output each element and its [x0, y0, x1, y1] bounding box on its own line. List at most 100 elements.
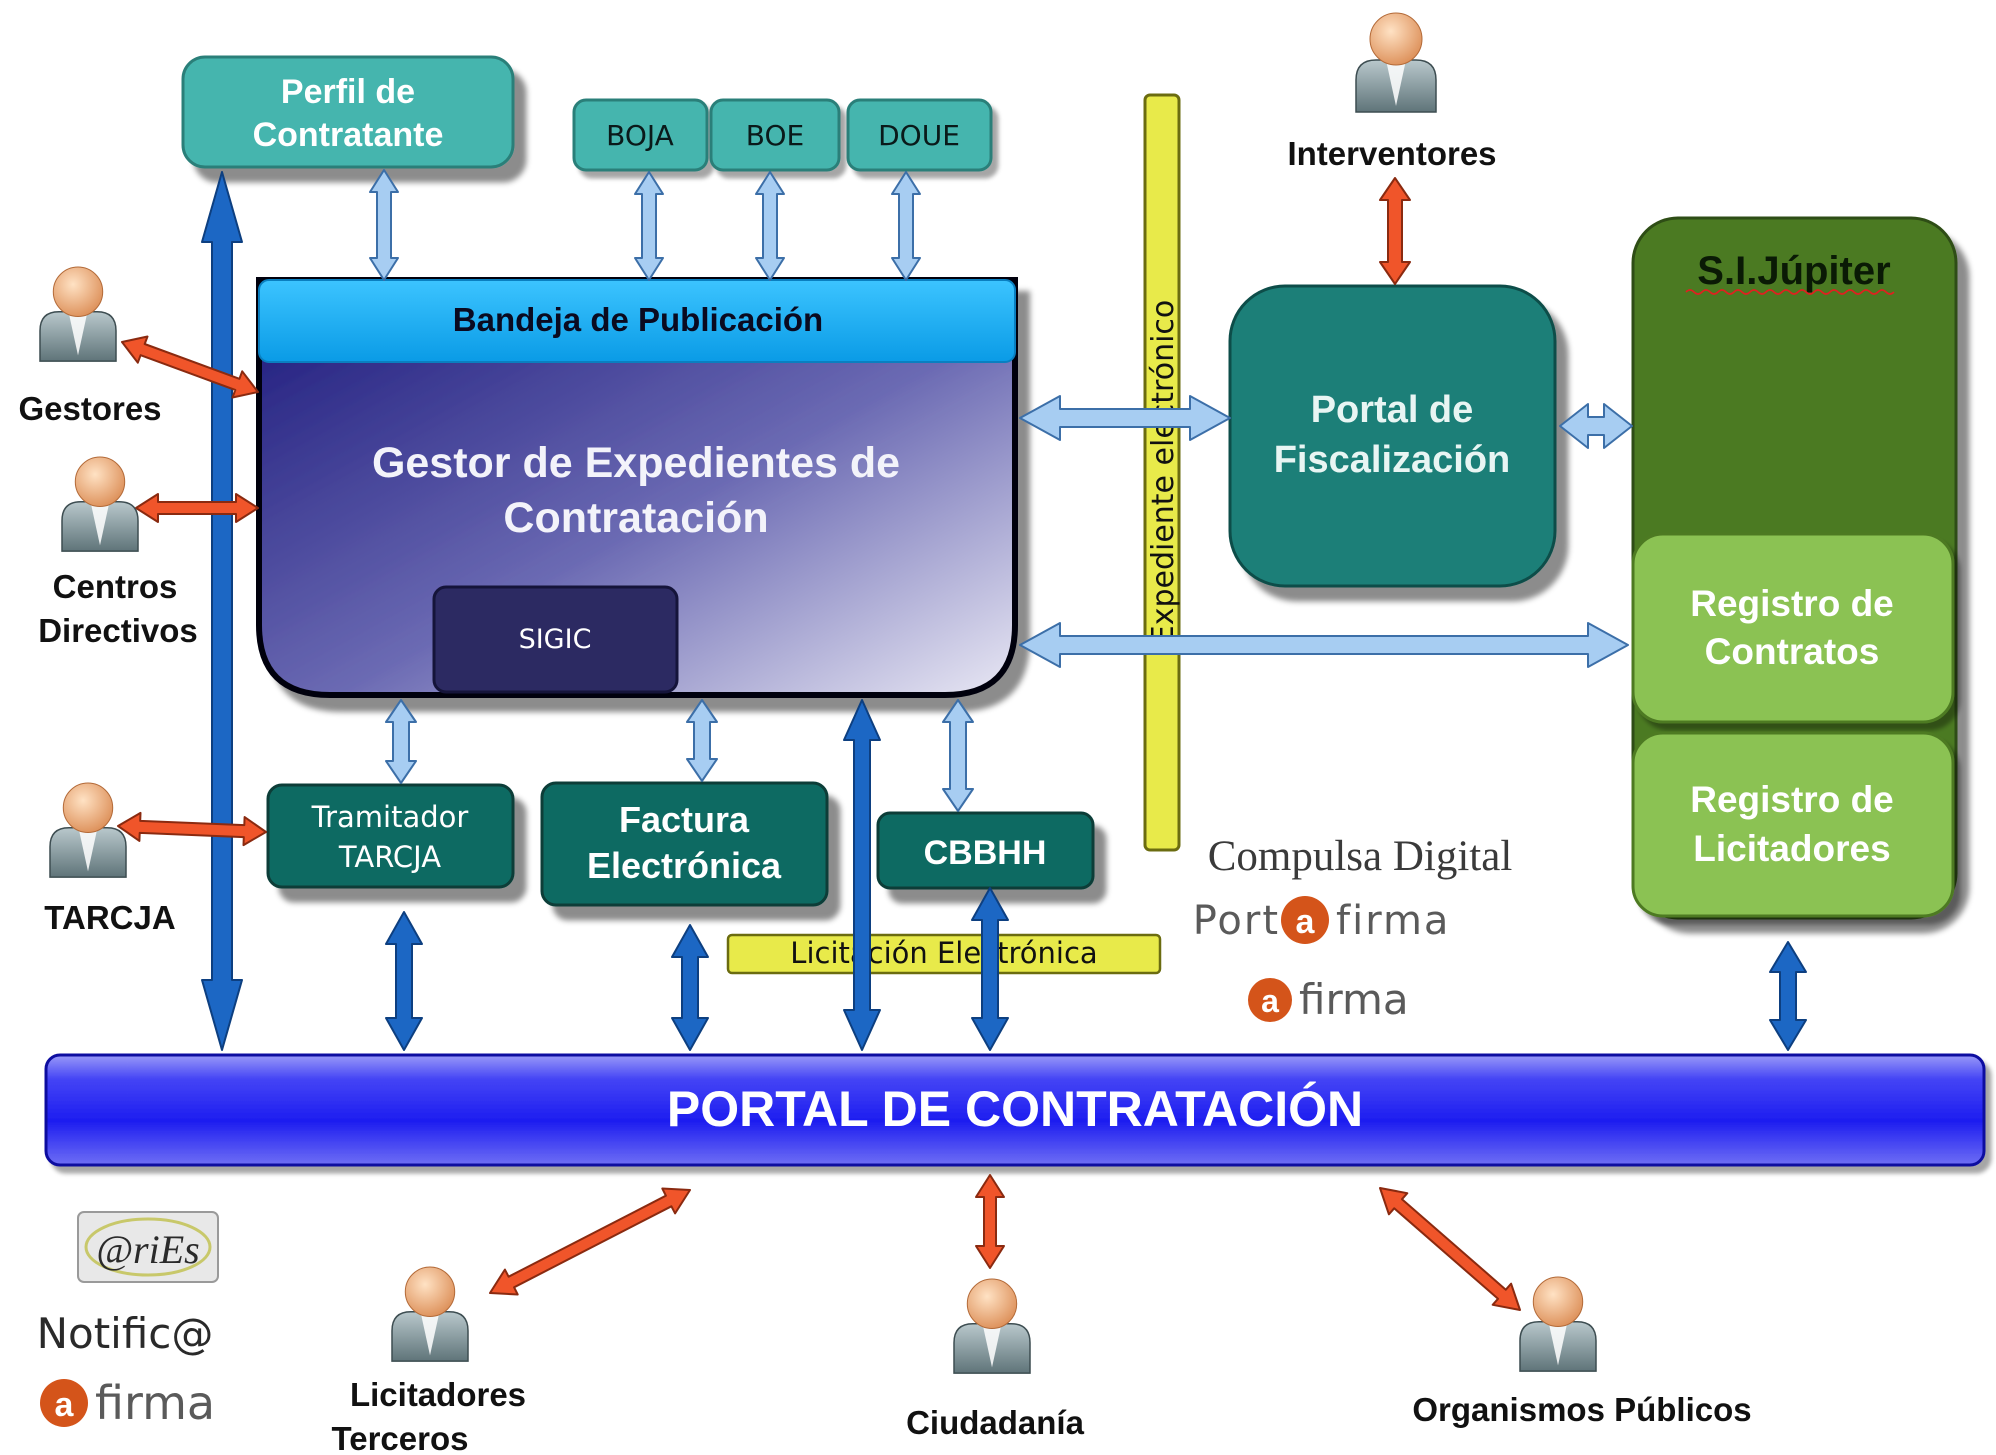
registro-licitadores-line2: Licitadores — [1693, 828, 1890, 869]
svg-text:a: a — [1296, 903, 1316, 941]
si-jupiter-box: S.I.Júpiter Registro de Contratos Regist… — [1631, 216, 1958, 920]
perfil-label-line1: Perfil de — [281, 73, 415, 111]
portafirma-prefix: Port — [1193, 898, 1280, 944]
arrow-tarcja — [117, 811, 267, 847]
portafirma-logo: Port a firma — [1193, 896, 1450, 944]
licitadores-label-line1: Licitadores — [350, 1376, 526, 1413]
gestor-title-line2: Contratación — [503, 494, 768, 542]
ciudadania-person-icon — [953, 1278, 1031, 1374]
arrow-doue-bandeja — [891, 171, 921, 281]
tramitador-tarcja-box: Tramitador TARCJA — [266, 783, 515, 889]
portafirma-at-icon — [1281, 896, 1329, 944]
portafirma-suffix: firma — [1336, 898, 1450, 944]
arrow-fiscalizacion-jupiter — [1559, 403, 1633, 449]
factura-line2: Electrónica — [587, 845, 782, 886]
afirma-left-at-icon — [40, 1379, 88, 1427]
afirma-left-text: firma — [95, 1376, 215, 1430]
arrow-organismos — [1379, 1187, 1521, 1311]
afirma-center-text: firma — [1299, 975, 1409, 1024]
svg-text:a: a — [55, 1386, 75, 1424]
afirma-logo-left: a firma — [40, 1376, 215, 1430]
perfil-contratante-box: Perfil de Contratante — [181, 55, 515, 169]
portal-fiscalizacion-box: Portal de Fiscalización — [1228, 284, 1557, 588]
jupiter-title: S.I.Júpiter — [1697, 249, 1890, 293]
perfil-label-line2: Contratante — [253, 116, 444, 154]
gestores-label: Gestores — [18, 390, 161, 427]
sigic-label: SIGIC — [519, 624, 592, 655]
arrow-gestor-tramitador — [385, 699, 417, 784]
compulsa-digital-logo: Compulsa Digital — [1208, 833, 1513, 880]
tramitador-line2: TARCJA — [338, 840, 441, 874]
interventores-person-icon — [1355, 12, 1437, 113]
portal-contratacion-bar: PORTAL DE CONTRATACIÓN — [44, 1053, 1986, 1167]
bandeja-publicacion-bar — [258, 279, 1016, 363]
interventores-label: Interventores — [1287, 135, 1496, 172]
connector-arrows — [117, 169, 1807, 1311]
doue-label: DOUE — [878, 119, 960, 152]
cbbhh-box: CBBHH — [876, 811, 1095, 890]
registro-contratos-box: Registro de Contratos — [1631, 532, 1955, 724]
expediente-label: Expediente electrónico — [1146, 300, 1181, 645]
arrow-gestor-cbbhh — [942, 699, 974, 812]
arrow-gestores — [121, 335, 259, 399]
cbbhh-label: CBBHH — [924, 834, 1047, 872]
fiscalizacion-line1: Portal de — [1311, 389, 1474, 431]
fiscalizacion-line2: Fiscalización — [1274, 439, 1511, 481]
registro-licitadores-box: Registro de Licitadores — [1631, 731, 1955, 918]
expediente-electronico-bar: Expediente electrónico — [1143, 93, 1181, 852]
centros-label-line1: Centros — [53, 568, 178, 605]
centros-label-line2: Directivos — [38, 612, 198, 649]
licitadores-person-icon — [391, 1266, 469, 1362]
portal-contratacion-label: PORTAL DE CONTRATACIÓN — [667, 1081, 1363, 1137]
arrow-boja-bandeja — [634, 171, 664, 281]
licitacion-electronica-bar: Licitación Electrónica — [726, 933, 1162, 975]
afirma-at-icon — [1248, 978, 1292, 1022]
licitacion-label: Licitación Electrónica — [790, 936, 1097, 970]
factura-electronica-box: Factura Electrónica — [540, 781, 829, 907]
arrow-interventores — [1379, 177, 1411, 285]
licitadores-label-line2: Terceros — [332, 1420, 469, 1455]
boja-label: BOJA — [606, 119, 674, 152]
doue-box: DOUE — [846, 98, 993, 172]
gestores-person-icon — [39, 266, 117, 362]
boe-box: BOE — [709, 98, 841, 172]
actor-icons — [39, 12, 1597, 1374]
afirma-logo-center: a firma — [1248, 975, 1409, 1024]
arrow-cbbhh-portal — [971, 887, 1009, 1051]
sigic-box — [432, 585, 679, 694]
ciudadania-label: Ciudadanía — [906, 1404, 1085, 1441]
arrow-factura-portal — [671, 924, 709, 1051]
boe-label: BOE — [746, 119, 804, 152]
arrow-perfil-portal — [201, 171, 243, 1051]
gestor-title-line1: Gestor de Expedientes de — [372, 439, 900, 487]
tarcja-person-icon — [49, 782, 127, 878]
aries-text: @riEs — [96, 1227, 199, 1272]
tramitador-line1: Tramitador — [311, 800, 469, 834]
arrow-gestor-portal — [843, 699, 881, 1051]
arrow-tramitador-portal — [385, 911, 423, 1051]
registro-contratos-line1: Registro de — [1690, 583, 1894, 624]
organismos-person-icon — [1519, 1276, 1597, 1372]
centros-person-icon — [61, 456, 139, 552]
tarcja-label: TARCJA — [44, 899, 175, 936]
arrow-gestor-registro — [1019, 622, 1629, 668]
registro-licitadores-line1: Registro de — [1690, 779, 1894, 820]
bandeja-label: Bandeja de Publicación — [453, 301, 823, 338]
spellcheck-underline — [1685, 289, 1895, 295]
registro-contratos-line2: Contratos — [1705, 631, 1880, 672]
aries-logo: @riEs — [77, 1211, 219, 1283]
notifica-logo: Notific@ — [37, 1309, 214, 1358]
arrow-boe-bandeja — [755, 171, 785, 281]
arrow-licitadores — [489, 1187, 691, 1296]
factura-line1: Factura — [619, 799, 750, 840]
organismos-label: Organismos Públicos — [1412, 1391, 1751, 1428]
gestor-expedientes-box: Bandeja de Publicación Gestor de Expedie… — [256, 277, 1018, 698]
arrow-registro-portal — [1769, 941, 1807, 1051]
arrow-gestor-fiscalizacion — [1019, 395, 1231, 441]
arrow-centros — [135, 493, 259, 523]
arrow-gestor-factura — [686, 699, 718, 782]
svg-text:a: a — [1261, 983, 1279, 1019]
boja-box: BOJA — [572, 98, 709, 172]
arrow-perfil-bandeja — [369, 169, 399, 281]
